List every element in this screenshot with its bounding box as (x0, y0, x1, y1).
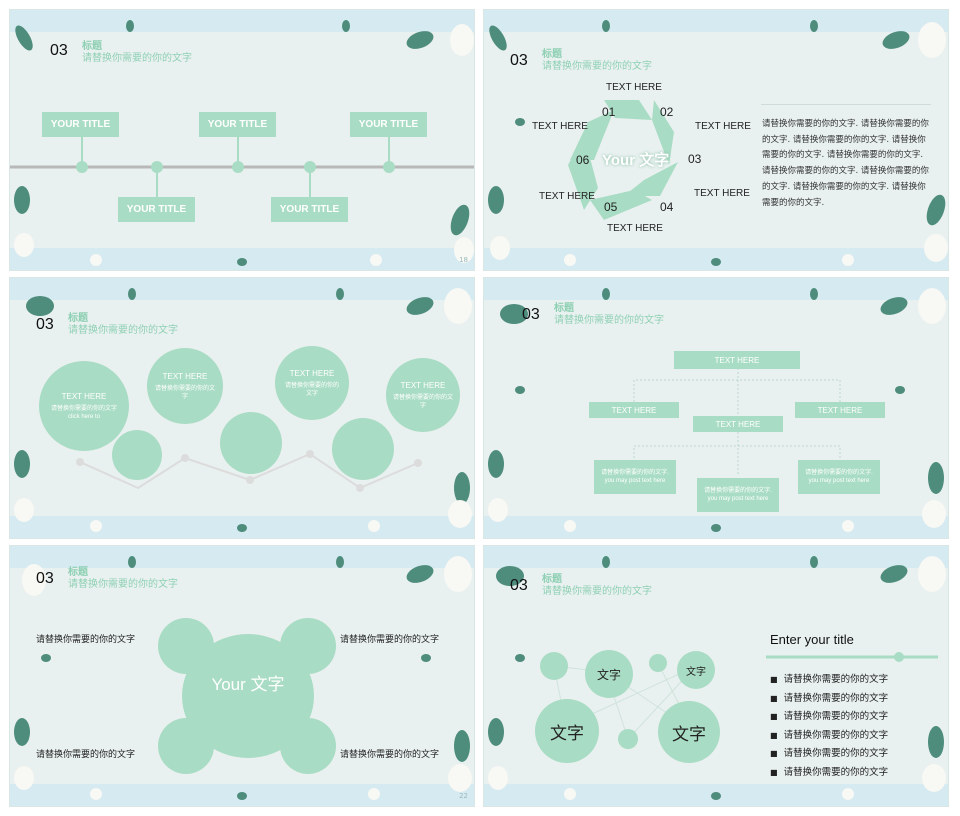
hierarchy-bottom-left[interactable]: 请替换你需要的你的文字. you may post text here (594, 460, 676, 494)
cycle-label-right-bottom: TEXT HERE (694, 188, 750, 199)
bubble-2[interactable]: TEXT HERE 请替换你需要的你的文字 (147, 348, 223, 424)
slide-circles-list[interactable]: 03 标题 请替换你需要的你的文字 文字 文字 文字 文字 Enter your… (483, 545, 949, 807)
list-item: ■ 请替换你需要的你的文字 (770, 748, 889, 759)
section-number: 03 (50, 42, 68, 59)
segment-03: 03 (688, 152, 702, 166)
floral-decoration (488, 556, 946, 800)
page-number: 22 (459, 792, 468, 800)
slide-subheading: 请替换你需要的你的文字 (82, 53, 192, 64)
top-band (10, 10, 474, 32)
section-number: 03 (510, 577, 528, 594)
list-item: ■ 请替换你需要的你的文字 (770, 729, 889, 741)
hierarchy-mid-center[interactable]: TEXT HERE (693, 416, 783, 432)
hierarchy-mid-right[interactable]: TEXT HERE (795, 402, 885, 418)
network-circle-3[interactable]: 文字 (535, 699, 599, 763)
section-number: 03 (36, 570, 54, 587)
timeline-dot (304, 161, 316, 173)
floral-decoration (488, 288, 946, 532)
cycle-label-bottom: TEXT HERE (607, 223, 663, 234)
hierarchy-bottom-right[interactable]: 请替换你需要的你的文字. you may post text here (798, 460, 880, 494)
section-number: 03 (522, 306, 540, 323)
list-item: ■ 请替换你需要的你的文字 (770, 711, 889, 722)
slide-subheading: 请替换你需要的你的文字 (542, 61, 652, 72)
segment-06: 06 (576, 153, 590, 167)
slide-subheading: 请替换你需要的你的文字 (68, 325, 178, 336)
bubble-small-1 (112, 430, 162, 480)
timeline-title-4[interactable]: YOUR TITLE (271, 197, 348, 222)
slide-hierarchy[interactable]: 03 标题 请替换你需要的你的文字 TEXT HERE TEXT HERE TE… (483, 277, 949, 539)
bubble-1[interactable]: TEXT HERE 请替换你需要的你的文字 click here to (39, 361, 129, 451)
corner-text-top-left: 请替换你需要的你的文字 (36, 634, 136, 644)
list-item: ■ 请替换你需要的你的文字 (770, 692, 889, 704)
timeline-title-3[interactable]: YOUR TITLE (199, 112, 276, 137)
cycle-label-right-top: TEXT HERE (695, 121, 751, 132)
hierarchy-mid-left[interactable]: TEXT HERE (589, 402, 679, 418)
page-number: 18 (459, 256, 468, 264)
timeline-dot (151, 161, 163, 173)
slide-heading: 标题 (68, 313, 88, 324)
section-number: 03 (510, 52, 528, 69)
timeline-dot (76, 161, 88, 173)
segment-04: 04 (660, 200, 674, 214)
bullet-list: ■ 请替换你需要的你的文字 ■ 请替换你需要的你的文字 ■ 请替换你需要的你的文… (770, 671, 888, 782)
floral-decoration (14, 288, 472, 532)
cycle-label-left-bottom: TEXT HERE (539, 191, 595, 202)
top-band (10, 546, 474, 568)
slide-heading: 标题 (554, 303, 574, 314)
cycle-label-left-top: TEXT HERE (532, 121, 588, 132)
floral-decoration (488, 20, 948, 266)
timeline-title-2[interactable]: YOUR TITLE (118, 197, 195, 222)
network-circle-1[interactable]: 文字 (585, 650, 633, 698)
hexagon-ring (568, 100, 678, 220)
network-circle-2[interactable]: 文字 (677, 651, 715, 689)
slide-heading: 标题 (68, 567, 88, 578)
slide-heading: 标题 (82, 41, 102, 52)
cycle-center-text: Your 文字 (602, 152, 670, 169)
segment-01: 01 (602, 105, 616, 119)
corner-text-bottom-right: 请替换你需要的你的文字 (340, 749, 440, 759)
body-paragraph: 请替换你需要的你的文字. 请替换你需要的你 的文字. 请替换你需要的你的文字. … (762, 119, 929, 208)
slide-subheading: 请替换你需要的你的文字 (68, 579, 178, 590)
corner-text-top-right: 请替换你需要的你的文字 (340, 634, 440, 644)
list-title: Enter your title (770, 632, 854, 647)
section-number: 03 (36, 316, 54, 333)
cycle-label-top: TEXT HERE (606, 82, 662, 93)
timeline-dot (383, 161, 395, 173)
slide-timeline[interactable]: 03 标题 请替换你需要的你的文字 YOUR TITLE YOUR TITLE … (9, 9, 475, 271)
list-item: ■ 请替换你需要的你的文字 (770, 766, 889, 778)
divider (761, 104, 931, 105)
segment-05: 05 (604, 200, 618, 214)
timeline-title-1[interactable]: YOUR TITLE (42, 112, 119, 137)
slide-hexagon-cycle[interactable]: 03 标题 请替换你需要的你的文字 Your 文字 01 02 03 04 05… (483, 9, 949, 271)
hierarchy-bottom-center[interactable]: 请替换你需要的你的文字. you may post text here (697, 478, 779, 512)
segment-02: 02 (660, 105, 674, 119)
slide-subheading: 请替换你需要的你的文字 (542, 586, 652, 597)
slide-center-flower[interactable]: 03 标题 请替换你需要的你的文字 Your 文字 请替换你需要的你的文字 请替… (9, 545, 475, 807)
floral-decoration (10, 20, 474, 266)
slide-heading: 标题 (542, 49, 562, 60)
list-item: ■ 请替换你需要的你的文字 (770, 674, 889, 685)
bubble-small-2 (220, 412, 282, 474)
bubble-small-3 (332, 418, 394, 480)
slide-subheading: 请替换你需要的你的文字 (554, 315, 664, 326)
top-band (10, 278, 474, 300)
top-band (484, 278, 948, 300)
flower-shape (158, 618, 336, 774)
flower-center-text: Your 文字 (211, 675, 285, 694)
top-band (484, 10, 948, 32)
top-band (484, 546, 948, 568)
slide-bubbles[interactable]: 03 标题 请替换你需要的你的文字 TEXT HERE 请替换你需要的你的文字 … (9, 277, 475, 539)
bubble-4[interactable]: TEXT HERE 请替换你需要的你的文字 (386, 358, 460, 432)
bubble-3[interactable]: TEXT HERE 请替换你需要的你的文字 (275, 346, 349, 420)
floral-decoration (14, 556, 472, 800)
connector-lines (633, 368, 841, 476)
hierarchy-top[interactable]: TEXT HERE (674, 351, 800, 369)
corner-text-bottom-left: 请替换你需要的你的文字 (36, 749, 136, 759)
timeline-title-5[interactable]: YOUR TITLE (350, 112, 427, 137)
network-circle-4[interactable]: 文字 (658, 701, 720, 763)
timeline-dot (232, 161, 244, 173)
slide-heading: 标题 (542, 574, 562, 585)
